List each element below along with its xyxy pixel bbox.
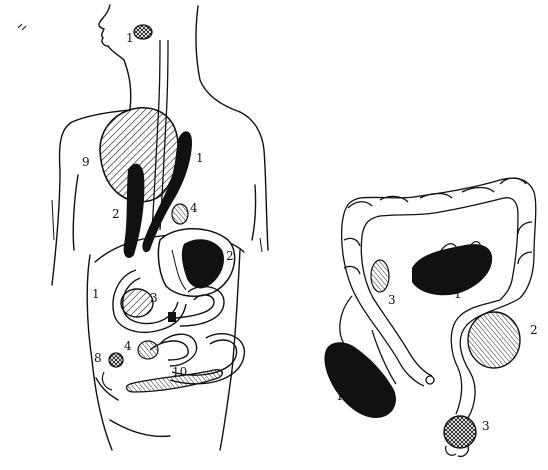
cecum-mass-dark bbox=[324, 342, 396, 418]
salivary-gland bbox=[134, 25, 152, 39]
label-cecum: 8 bbox=[94, 351, 102, 365]
descending-haustra bbox=[518, 222, 532, 264]
cecum-mass bbox=[109, 353, 123, 367]
cecum-tail bbox=[102, 372, 112, 390]
label-sigmoid: 2 bbox=[530, 323, 538, 337]
label-transverse: 1 bbox=[454, 287, 462, 301]
sigmoid-mass bbox=[468, 312, 520, 368]
pylorus-marker bbox=[168, 312, 176, 322]
ileum-end bbox=[426, 376, 434, 384]
label-esophagus-2: 2 bbox=[112, 207, 120, 221]
label-cecum-right: 1 bbox=[336, 389, 344, 403]
label-salivary: 1 bbox=[126, 31, 134, 45]
pelvis-curve bbox=[110, 420, 170, 436]
face-outline bbox=[99, 5, 124, 60]
pelvis-line bbox=[96, 378, 118, 400]
neck-front bbox=[124, 60, 131, 110]
label-node-lower: 4 bbox=[124, 339, 132, 353]
label-liver: 9 bbox=[82, 155, 90, 169]
ascending-mass bbox=[371, 260, 389, 292]
duodenum-mass bbox=[121, 289, 153, 317]
ascending-haustra bbox=[344, 238, 360, 274]
small-intestine bbox=[150, 287, 244, 384]
node-lower bbox=[138, 341, 158, 359]
label-stomach: 2 bbox=[226, 249, 234, 263]
neck-back bbox=[196, 6, 240, 112]
label-ascending: 3 bbox=[388, 293, 396, 307]
node-upper bbox=[172, 204, 188, 224]
label-left-1: 1 bbox=[92, 287, 100, 301]
label-rectum: 3 bbox=[482, 419, 490, 433]
label-node-upper: 4 bbox=[190, 201, 198, 215]
cecum-outline bbox=[340, 296, 352, 344]
transverse-mass-dark bbox=[412, 244, 492, 295]
label-intestine: 10 bbox=[172, 365, 187, 379]
rectum-mass bbox=[444, 416, 476, 448]
label-duodenum: 3 bbox=[150, 291, 158, 305]
left-flank bbox=[73, 175, 78, 250]
right-flank bbox=[252, 185, 256, 240]
haustra bbox=[348, 178, 526, 208]
left-panel-labels: 1 9 1 2 4 2 1 3 4 8 10 bbox=[82, 31, 234, 379]
ileum bbox=[372, 296, 432, 376]
label-upper-lesion: 1 bbox=[196, 151, 204, 165]
